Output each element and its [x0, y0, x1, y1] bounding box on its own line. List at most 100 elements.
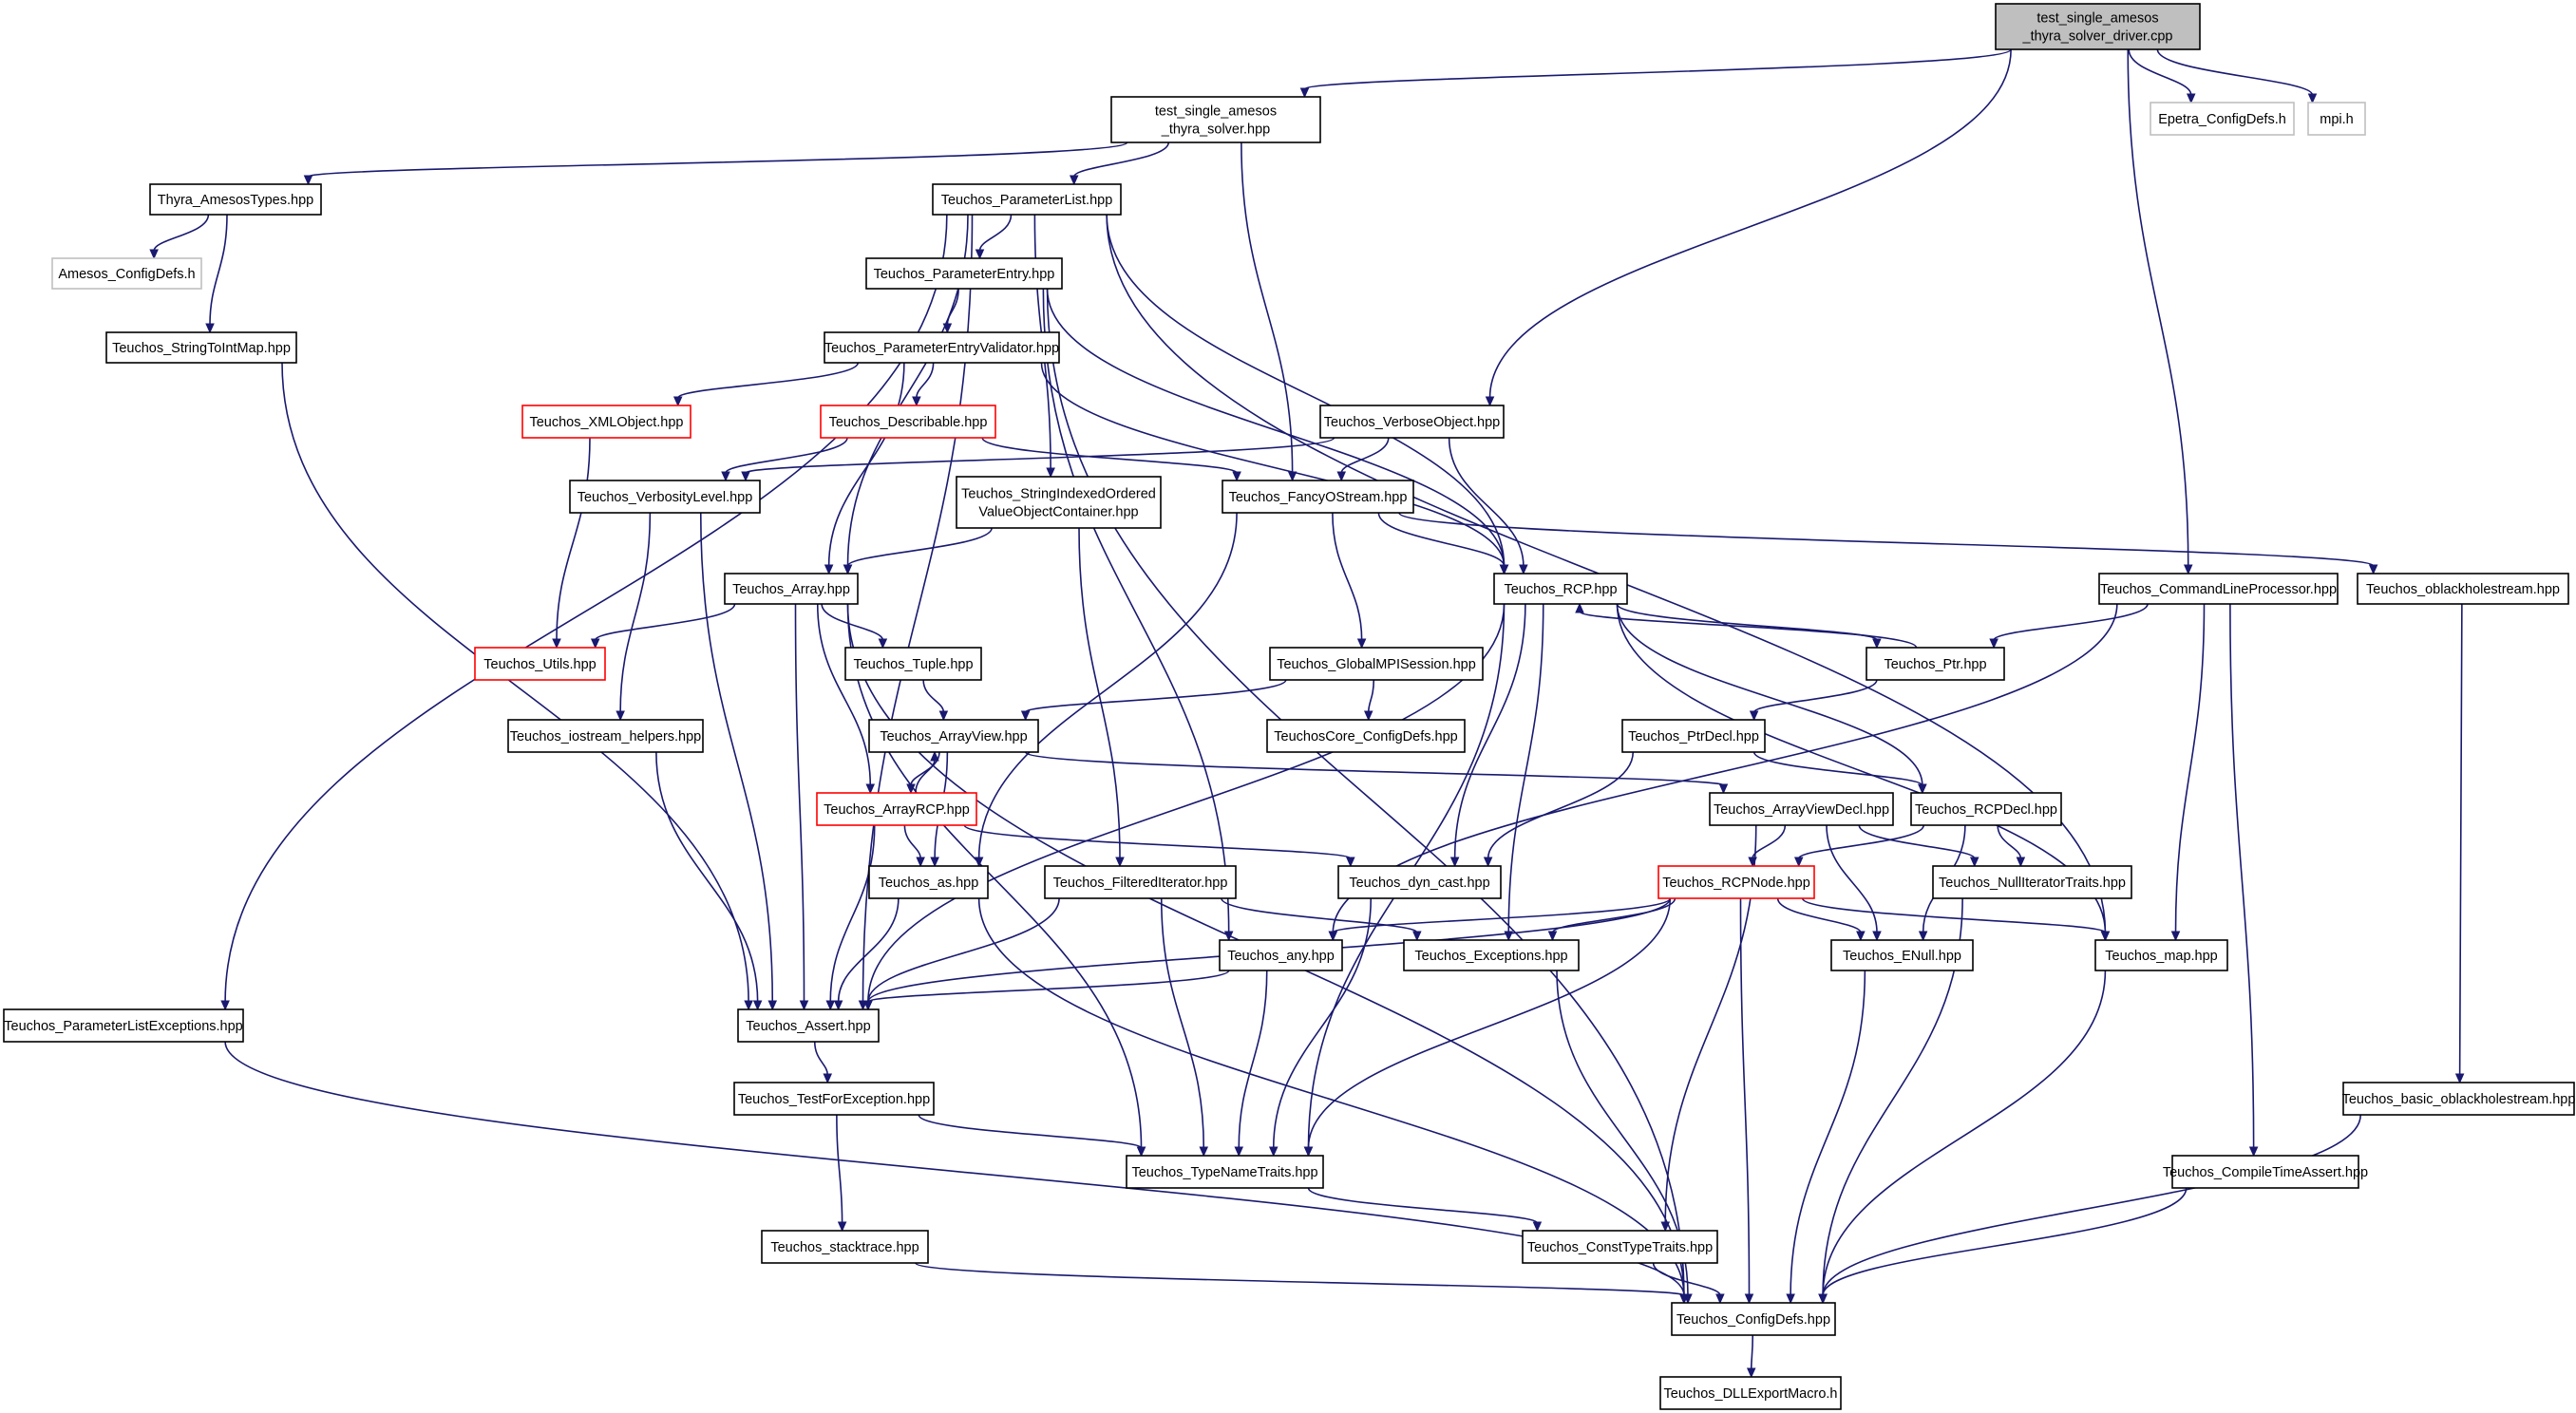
edge-arrowhead	[2186, 93, 2196, 104]
node-label: Teuchos_Ptr.hpp	[1884, 657, 1986, 672]
graph-node-typename[interactable]: Teuchos_TypeNameTraits.hpp	[1126, 1155, 1324, 1189]
node-label: _thyra_solver_driver.cpp	[2022, 29, 2173, 45]
graph-node-rcp[interactable]: Teuchos_RCP.hpp	[1493, 573, 1628, 605]
node-box	[868, 719, 1039, 753]
graph-node-amesos_cfg[interactable]: Amesos_ConfigDefs.h	[51, 257, 202, 290]
edge-arrowhead	[912, 396, 921, 407]
graph-node-xmlobj[interactable]: Teuchos_XMLObject.hpp	[521, 405, 691, 439]
graph-node-tsats[interactable]: test_single_amesos_thyra_solver.hpp	[1110, 96, 1321, 143]
dependency-edge-rcpnode-to-typename	[1307, 897, 1672, 1149]
graph-node-as[interactable]: Teuchos_as.hpp	[868, 865, 989, 899]
graph-node-rcpnode[interactable]: Teuchos_RCPNode.hpp	[1657, 865, 1815, 899]
dependency-edge-rcpdecl-to-nulliter	[1997, 824, 2022, 859]
graph-node-utils[interactable]: Teuchos_Utils.hpp	[474, 647, 606, 681]
graph-node-enull[interactable]: Teuchos_ENull.hpp	[1830, 939, 1974, 971]
dependency-edge-ptrdecl-to-rcpdecl	[1752, 751, 1923, 786]
graph-node-paramentry[interactable]: Teuchos_ParameterEntry.hpp	[865, 257, 1063, 290]
node-box	[1657, 865, 1815, 899]
graph-node-gmpi[interactable]: Teuchos_GlobalMPISession.hpp	[1269, 647, 1484, 681]
graph-node-rcpdecl[interactable]: Teuchos_RCPDecl.hpp	[1910, 792, 2062, 826]
node-label: Teuchos_ParameterListExceptions.hpp	[4, 1019, 242, 1034]
graph-node-nulliter[interactable]: Teuchos_NullIteratorTraits.hpp	[1932, 865, 2132, 899]
graph-node-verboseobj[interactable]: Teuchos_VerboseObject.hpp	[1319, 405, 1505, 439]
edge-arrowhead	[1336, 471, 1347, 482]
node-label: Teuchos_CommandLineProcessor.hpp	[2100, 582, 2337, 597]
graph-node-paramlist[interactable]: Teuchos_ParameterList.hpp	[932, 183, 1122, 216]
node-box	[1044, 865, 1237, 899]
dependency-edge-array-to-tuple	[821, 603, 884, 641]
graph-node-oblack[interactable]: Teuchos_oblackholestream.hpp	[2357, 573, 2569, 605]
graph-node-any[interactable]: Teuchos_any.hpp	[1219, 939, 1343, 971]
graph-node-verblevel[interactable]: Teuchos_VerbosityLevel.hpp	[569, 480, 761, 514]
graph-node-exceptions[interactable]: Teuchos_Exceptions.hpp	[1403, 939, 1580, 971]
dependency-edge-paramlist-to-paramentry	[978, 214, 1013, 252]
graph-node-fancy[interactable]: Teuchos_FancyOStream.hpp	[1222, 480, 1414, 514]
dependency-edge-rcpnode-to-exceptions	[1551, 897, 1676, 933]
dependency-edge-any-to-typename	[1238, 970, 1268, 1149]
dependency-edge-consttype-to-cfgdefs	[1652, 1262, 1721, 1296]
graph-node-stacktrace[interactable]: Teuchos_stacktrace.hpp	[761, 1230, 929, 1264]
graph-node-str2int[interactable]: Teuchos_StringToIntMap.hpp	[105, 331, 297, 364]
dependency-edge-tuple-to-arrayview	[922, 679, 945, 713]
graph-node-cfgdefs[interactable]: Teuchos_ConfigDefs.hpp	[1671, 1302, 1836, 1336]
node-box	[1709, 792, 1894, 826]
node-label: Teuchos_any.hpp	[1227, 949, 1335, 964]
graph-node-corecfg[interactable]: TeuchosCore_ConfigDefs.hpp	[1266, 719, 1466, 753]
graph-node-testforexc[interactable]: Teuchos_TestForException.hpp	[733, 1082, 935, 1116]
dependency-edge-verboseobj-to-verblevel	[745, 437, 1335, 474]
edge-arrowhead	[843, 564, 853, 575]
edge-arrowhead	[878, 638, 888, 650]
graph-node-mpi[interactable]: mpi.h	[2307, 102, 2366, 136]
graph-node-thyra_amesos[interactable]: Thyra_AmesosTypes.hpp	[149, 183, 322, 216]
dependency-edge-array-to-assert	[794, 603, 805, 1003]
node-box	[868, 865, 989, 899]
graph-node-basicob[interactable]: Teuchos_basic_oblackholestream.hpp	[2342, 1082, 2576, 1116]
node-label: Teuchos_ConstTypeTraits.hpp	[1527, 1240, 1713, 1255]
node-label: _thyra_solver.hpp	[1161, 122, 1270, 138]
edge-arrowhead	[1872, 931, 1882, 942]
graph-node-epetra_cfg[interactable]: Epetra_ConfigDefs.h	[2150, 102, 2295, 136]
graph-node-consttype[interactable]: Teuchos_ConstTypeTraits.hpp	[1522, 1230, 1718, 1264]
graph-node-assert[interactable]: Teuchos_Assert.hpp	[737, 1008, 880, 1043]
node-box	[1337, 865, 1502, 899]
edge-arrowhead	[2454, 1073, 2465, 1084]
edge-arrowhead	[1969, 857, 1979, 868]
graph-node-describable[interactable]: Teuchos_Describable.hpp	[820, 405, 996, 439]
graph-node-root[interactable]: test_single_amesos_thyra_solver_driver.c…	[1995, 3, 2201, 50]
dependency-edge-verboseobj-to-rcp	[1448, 437, 1525, 567]
edge-arrowhead	[1234, 1146, 1244, 1158]
graph-node-cta[interactable]: Teuchos_CompileTimeAssert.hpp	[2163, 1155, 2368, 1189]
graph-node-clp[interactable]: Teuchos_CommandLineProcessor.hpp	[2098, 573, 2339, 605]
dependency-edge-plexc-to-cfgdefs	[224, 1041, 1685, 1296]
edge-arrowhead	[865, 783, 876, 795]
graph-node-tuple[interactable]: Teuchos_Tuple.hpp	[844, 647, 982, 681]
dependency-edge-map-to-cfgdefs	[1822, 970, 2107, 1296]
node-label: Teuchos_ParameterList.hpp	[941, 193, 1113, 208]
graph-node-ptrdecl[interactable]: Teuchos_PtrDecl.hpp	[1621, 719, 1766, 753]
dependency-edge-gmpi-to-arrayview	[1024, 679, 1287, 713]
graph-node-plexc[interactable]: Teuchos_ParameterListExceptions.hpp	[3, 1008, 244, 1043]
graph-node-arrayview[interactable]: Teuchos_ArrayView.hpp	[868, 719, 1039, 753]
graph-node-iostreamh[interactable]: Teuchos_iostream_helpers.hpp	[507, 719, 704, 753]
graph-node-array[interactable]: Teuchos_Array.hpp	[724, 573, 859, 605]
graph-node-avdecl[interactable]: Teuchos_ArrayViewDecl.hpp	[1709, 792, 1894, 826]
edge-arrowhead	[1679, 1293, 1689, 1305]
graph-node-filtiter[interactable]: Teuchos_FilteredIterator.hpp	[1044, 865, 1237, 899]
graph-node-map[interactable]: Teuchos_map.hpp	[2094, 939, 2228, 971]
graph-node-ptr[interactable]: Teuchos_Ptr.hpp	[1866, 647, 2005, 681]
graph-node-pev[interactable]: Teuchos_ParameterEntryValidator.hpp	[824, 331, 1060, 364]
node-box	[1932, 865, 2132, 899]
dependency-edge-rcpnode-to-any	[1332, 897, 1672, 933]
dependency-edge-testforexc-to-stacktrace	[836, 1114, 843, 1224]
graph-node-dyncast[interactable]: Teuchos_dyn_cast.hpp	[1337, 865, 1502, 899]
graph-node-arrayrcp[interactable]: Teuchos_ArrayRCP.hpp	[816, 792, 977, 826]
dependency-edge-ptrdecl-to-dyncast	[1487, 751, 1635, 859]
edge-arrowhead	[1547, 931, 1558, 942]
edge-arrowhead	[1346, 857, 1355, 868]
edge-arrowhead	[1660, 1221, 1671, 1233]
edge-arrowhead	[975, 249, 985, 260]
graph-node-dllexport[interactable]: Teuchos_DLLExportMacro.h	[1659, 1376, 1842, 1410]
graph-node-sivoc[interactable]: Teuchos_StringIndexedOrderedValueObjectC…	[956, 476, 1162, 529]
node-label: Teuchos_Tuple.hpp	[853, 657, 973, 672]
edge-arrowhead	[799, 1000, 809, 1011]
